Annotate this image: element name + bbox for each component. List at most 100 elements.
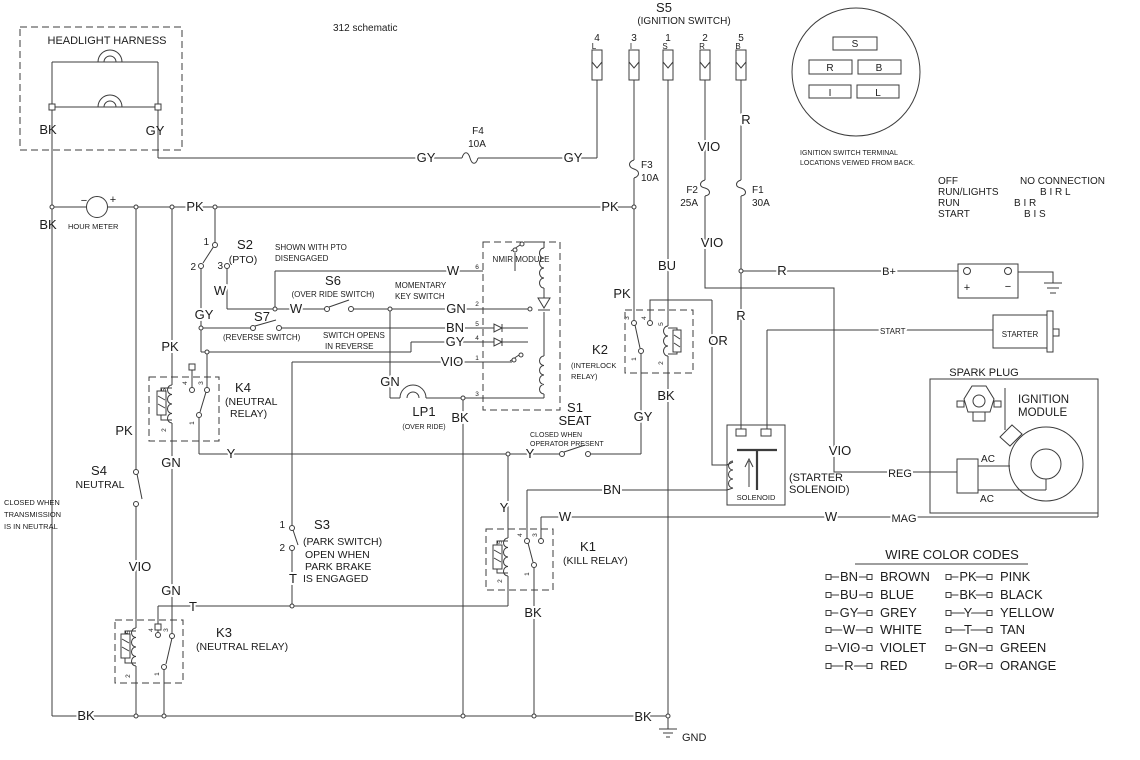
terminal-map-i: I [829, 88, 832, 99]
wire-label-bk: BK [39, 217, 57, 232]
s5-terminal-num: 4 [594, 33, 600, 44]
wire-label-gy: GY [146, 123, 165, 138]
connector-pin-icon [735, 49, 747, 81]
nmir-terminal-1: 1 [475, 355, 479, 362]
wire-label-y: Y [526, 446, 535, 461]
wire-label-bk: BK [39, 122, 57, 137]
headlamp-icon [97, 94, 123, 108]
k3-neutral-relay [114, 619, 184, 684]
wire-label-r: R [777, 263, 786, 278]
mag-label: MAG [891, 513, 916, 525]
solenoid-label: SOLENOID [737, 493, 776, 502]
wire-label-gn: GN [446, 301, 466, 316]
k3-pin: 1 [154, 672, 161, 676]
wire-vio-trunk [704, 80, 957, 473]
wire-label-pk: PK [161, 339, 179, 354]
s5-terminal-num: 3 [631, 33, 637, 44]
ac-label: AC [980, 494, 994, 505]
nmir-terminal-5: 5 [475, 321, 479, 328]
legend-name: GREEN [1000, 640, 1046, 655]
arrow-up-icon [744, 457, 754, 487]
fuse-f1-symbol [736, 179, 746, 197]
wire-label-gy: GY [564, 150, 583, 165]
reg-label: REG [888, 468, 912, 480]
s3-name: (PARK SWITCH) [303, 536, 382, 548]
k4-pin: 3 [198, 381, 205, 385]
k2-pin: 1 [631, 357, 638, 361]
wire-label-w: W [559, 509, 572, 524]
wire-label-bk: BK [77, 708, 95, 723]
flywheel-icon [1008, 426, 1084, 502]
solenoid-caption: (STARTER [789, 472, 843, 484]
terminal-map-b: B [876, 63, 883, 74]
s5-terminal-num: 2 [702, 33, 708, 44]
s6-name: (OVER RIDE SWITCH) [291, 290, 374, 299]
legend-code: Y [964, 605, 973, 620]
ignition-module-label: IGNITION [1018, 394, 1069, 406]
wire-ac-reg [978, 388, 1047, 491]
wire-label-gn: GN [380, 374, 400, 389]
wire-label-r: R [741, 112, 750, 127]
k1-kill-relay [485, 528, 554, 591]
connector-pin-icon [628, 49, 640, 81]
wire-y-line [199, 354, 642, 538]
battery-minus: − [1005, 281, 1011, 293]
k2-name: RELAY) [571, 372, 598, 381]
mode-conn: B I S [1024, 209, 1046, 220]
k2-pin: 4 [641, 316, 648, 320]
s1-seat-switch [559, 444, 591, 457]
hour-meter-label: HOUR METER [68, 222, 119, 231]
s5-name: (IGNITION SWITCH) [637, 16, 730, 27]
legend-title: WIRE COLOR CODES [885, 547, 1019, 562]
battery-plus: + [964, 282, 970, 294]
s7-reverse-switch [250, 319, 282, 331]
wire-label-vio: VIO [701, 235, 723, 250]
s6-override-switch [324, 299, 354, 312]
wire-k1-links [526, 489, 1099, 716]
spark-plug-icon [956, 385, 1002, 422]
ignition-module [929, 378, 1099, 514]
terminal-map-s: S [852, 39, 859, 50]
diode-icon [493, 323, 504, 333]
k2-pin: 5 [658, 322, 665, 326]
s6-note: KEY SWITCH [395, 292, 445, 301]
nmir-title: NMIR MODULE [493, 255, 550, 264]
k3-pin: 2 [125, 674, 132, 678]
wire-label-bn: BN [446, 320, 464, 335]
legend-code: BN [840, 569, 858, 584]
fuse-f3-symbol [629, 159, 639, 179]
regulator-icon [956, 458, 979, 494]
s7-note: SWITCH OPENS [323, 331, 385, 340]
k2-interlock-relay [624, 309, 694, 374]
k1-id: K1 [580, 539, 596, 554]
s7-note: IN REVERSE [325, 342, 373, 351]
wire-or-line [649, 299, 727, 466]
headlight-harness [19, 26, 183, 151]
wire-label-pk: PK [115, 423, 133, 438]
s3-park-switch [289, 525, 299, 551]
s5-id: S5 [656, 0, 672, 15]
wire-label-vio: VIO [129, 559, 151, 574]
s5-ignition-switch [591, 49, 747, 81]
k3-pin: 3 [163, 628, 170, 632]
s5-terminal-num: 1 [665, 33, 671, 44]
k3-id: K3 [216, 625, 232, 640]
diode-icon [493, 337, 504, 347]
terminal-map-caption: LOCATIONS VEIWED FROM BACK. [800, 160, 915, 167]
wire-k4-links [191, 370, 200, 454]
s2-terminal-2: 2 [190, 262, 196, 273]
wiring [49, 61, 1099, 738]
fuse-f1-amps: 30A [752, 198, 770, 209]
wire-label-gy: GY [634, 409, 653, 424]
diode-icon [537, 297, 551, 309]
k3-pin: 4 [148, 628, 155, 632]
k4-pin: 5 [161, 388, 168, 392]
wire-label-bk: BK [524, 605, 542, 620]
fuse-f4-symbol [461, 152, 479, 164]
wire-label-gy: GY [195, 307, 214, 322]
wire-label-bu: BU [658, 258, 676, 273]
legend-code: GN [958, 640, 978, 655]
k3-name: (NEUTRAL RELAY) [196, 641, 288, 653]
k2-pin: 3 [624, 316, 631, 320]
lp1-id: LP1 [412, 404, 435, 419]
